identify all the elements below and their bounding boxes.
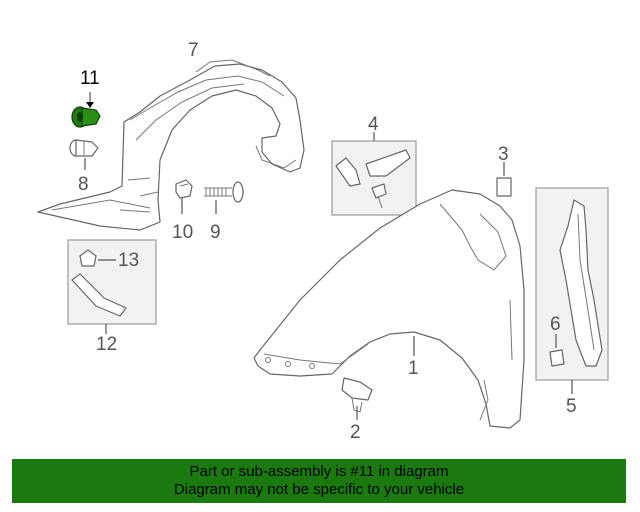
pad-part-3[interactable] <box>496 177 512 197</box>
part-box-4[interactable] <box>331 140 417 216</box>
part-box-12[interactable] <box>67 239 157 325</box>
arrow-11 <box>86 102 94 108</box>
callout-12: 12 <box>96 334 117 355</box>
callout-1: 1 <box>408 358 419 379</box>
push-clip-part-8[interactable] <box>69 139 99 157</box>
clip-part-10[interactable] <box>175 179 193 199</box>
callout-6: 6 <box>550 314 561 335</box>
banner-line-2: Diagram may not be specific to your vehi… <box>173 481 465 498</box>
callout-5: 5 <box>566 396 577 417</box>
callout-13: 13 <box>118 250 139 271</box>
info-banner: Part or sub-assembly is #11 in diagram D… <box>12 459 626 503</box>
callout-3: 3 <box>498 144 509 165</box>
callout-11: 11 <box>80 68 100 89</box>
callout-9: 9 <box>210 222 221 243</box>
callout-10: 10 <box>172 222 193 243</box>
callout-7: 7 <box>188 40 199 61</box>
callout-8: 8 <box>78 174 89 195</box>
screw-part-9[interactable] <box>204 181 244 203</box>
fender-part-1[interactable] <box>253 189 525 429</box>
fender-liner[interactable] <box>37 59 305 231</box>
banner-line-1: Part or sub-assembly is #11 in diagram <box>189 463 449 480</box>
callout-2: 2 <box>350 422 361 443</box>
part-box-5[interactable] <box>535 187 609 381</box>
callout-4: 4 <box>368 114 379 135</box>
clip-part-11[interactable] <box>71 106 101 128</box>
